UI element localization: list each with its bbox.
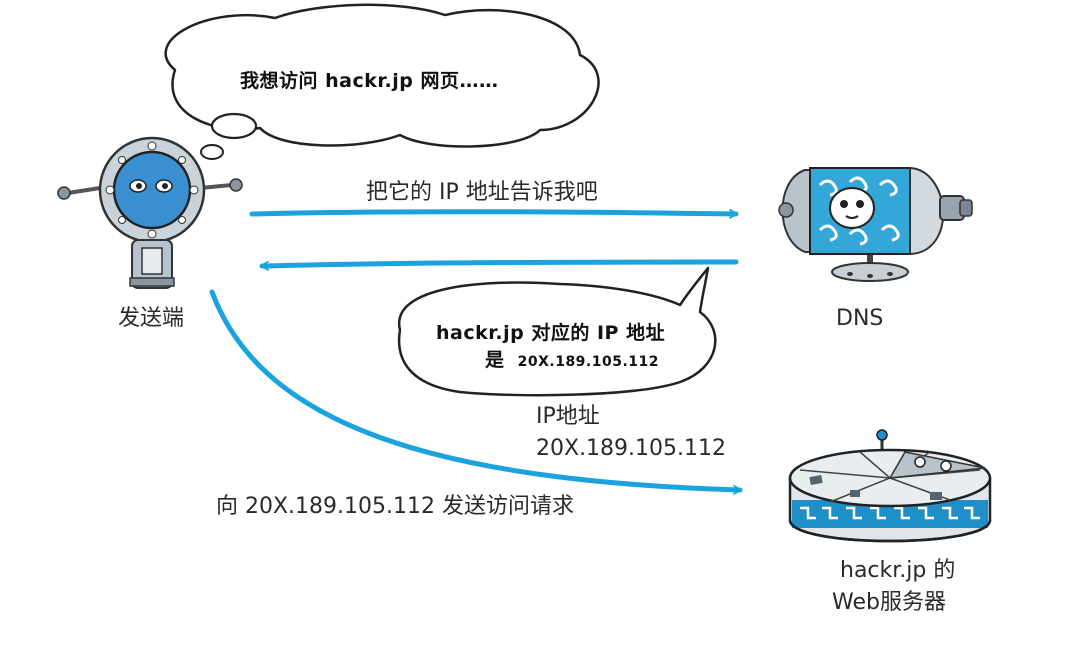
request-to-server-text: 向 20X.189.105.112 发送访问请求 bbox=[216, 494, 575, 519]
ip-info-line1: IP地址 bbox=[536, 404, 600, 429]
dns-reply-line2-prefix: 是 bbox=[485, 349, 505, 371]
thought-bubble-text: 我想访问 hackr.jp 网页…… bbox=[240, 70, 499, 92]
web-server-illustration bbox=[788, 429, 992, 543]
dns-server-illustration bbox=[778, 166, 973, 282]
dns-label: DNS bbox=[836, 306, 884, 331]
server-label-line2: Web服务器 bbox=[832, 590, 946, 615]
dns-reply-bubble bbox=[397, 266, 717, 397]
ip-info-line2: 20X.189.105.112 bbox=[536, 436, 727, 461]
client-label: 发送端 bbox=[118, 306, 185, 331]
request-to-dns-text: 把它的 IP 地址告诉我吧 bbox=[366, 180, 598, 205]
arrow-client-to-dns bbox=[249, 209, 739, 219]
arrow-client-to-server bbox=[209, 289, 743, 495]
arrow-dns-to-client bbox=[259, 259, 739, 271]
server-label-line1: hackr.jp 的 bbox=[840, 558, 956, 583]
dns-reply-line1: hackr.jp 对应的 IP 地址 bbox=[436, 322, 666, 344]
thought-bubble bbox=[164, 3, 600, 160]
dns-reply-line2: 是 20X.189.105.112 bbox=[485, 349, 659, 373]
dns-reply-ip: 20X.189.105.112 bbox=[517, 354, 660, 370]
client-robot-illustration bbox=[57, 136, 243, 289]
arrows bbox=[209, 209, 743, 495]
